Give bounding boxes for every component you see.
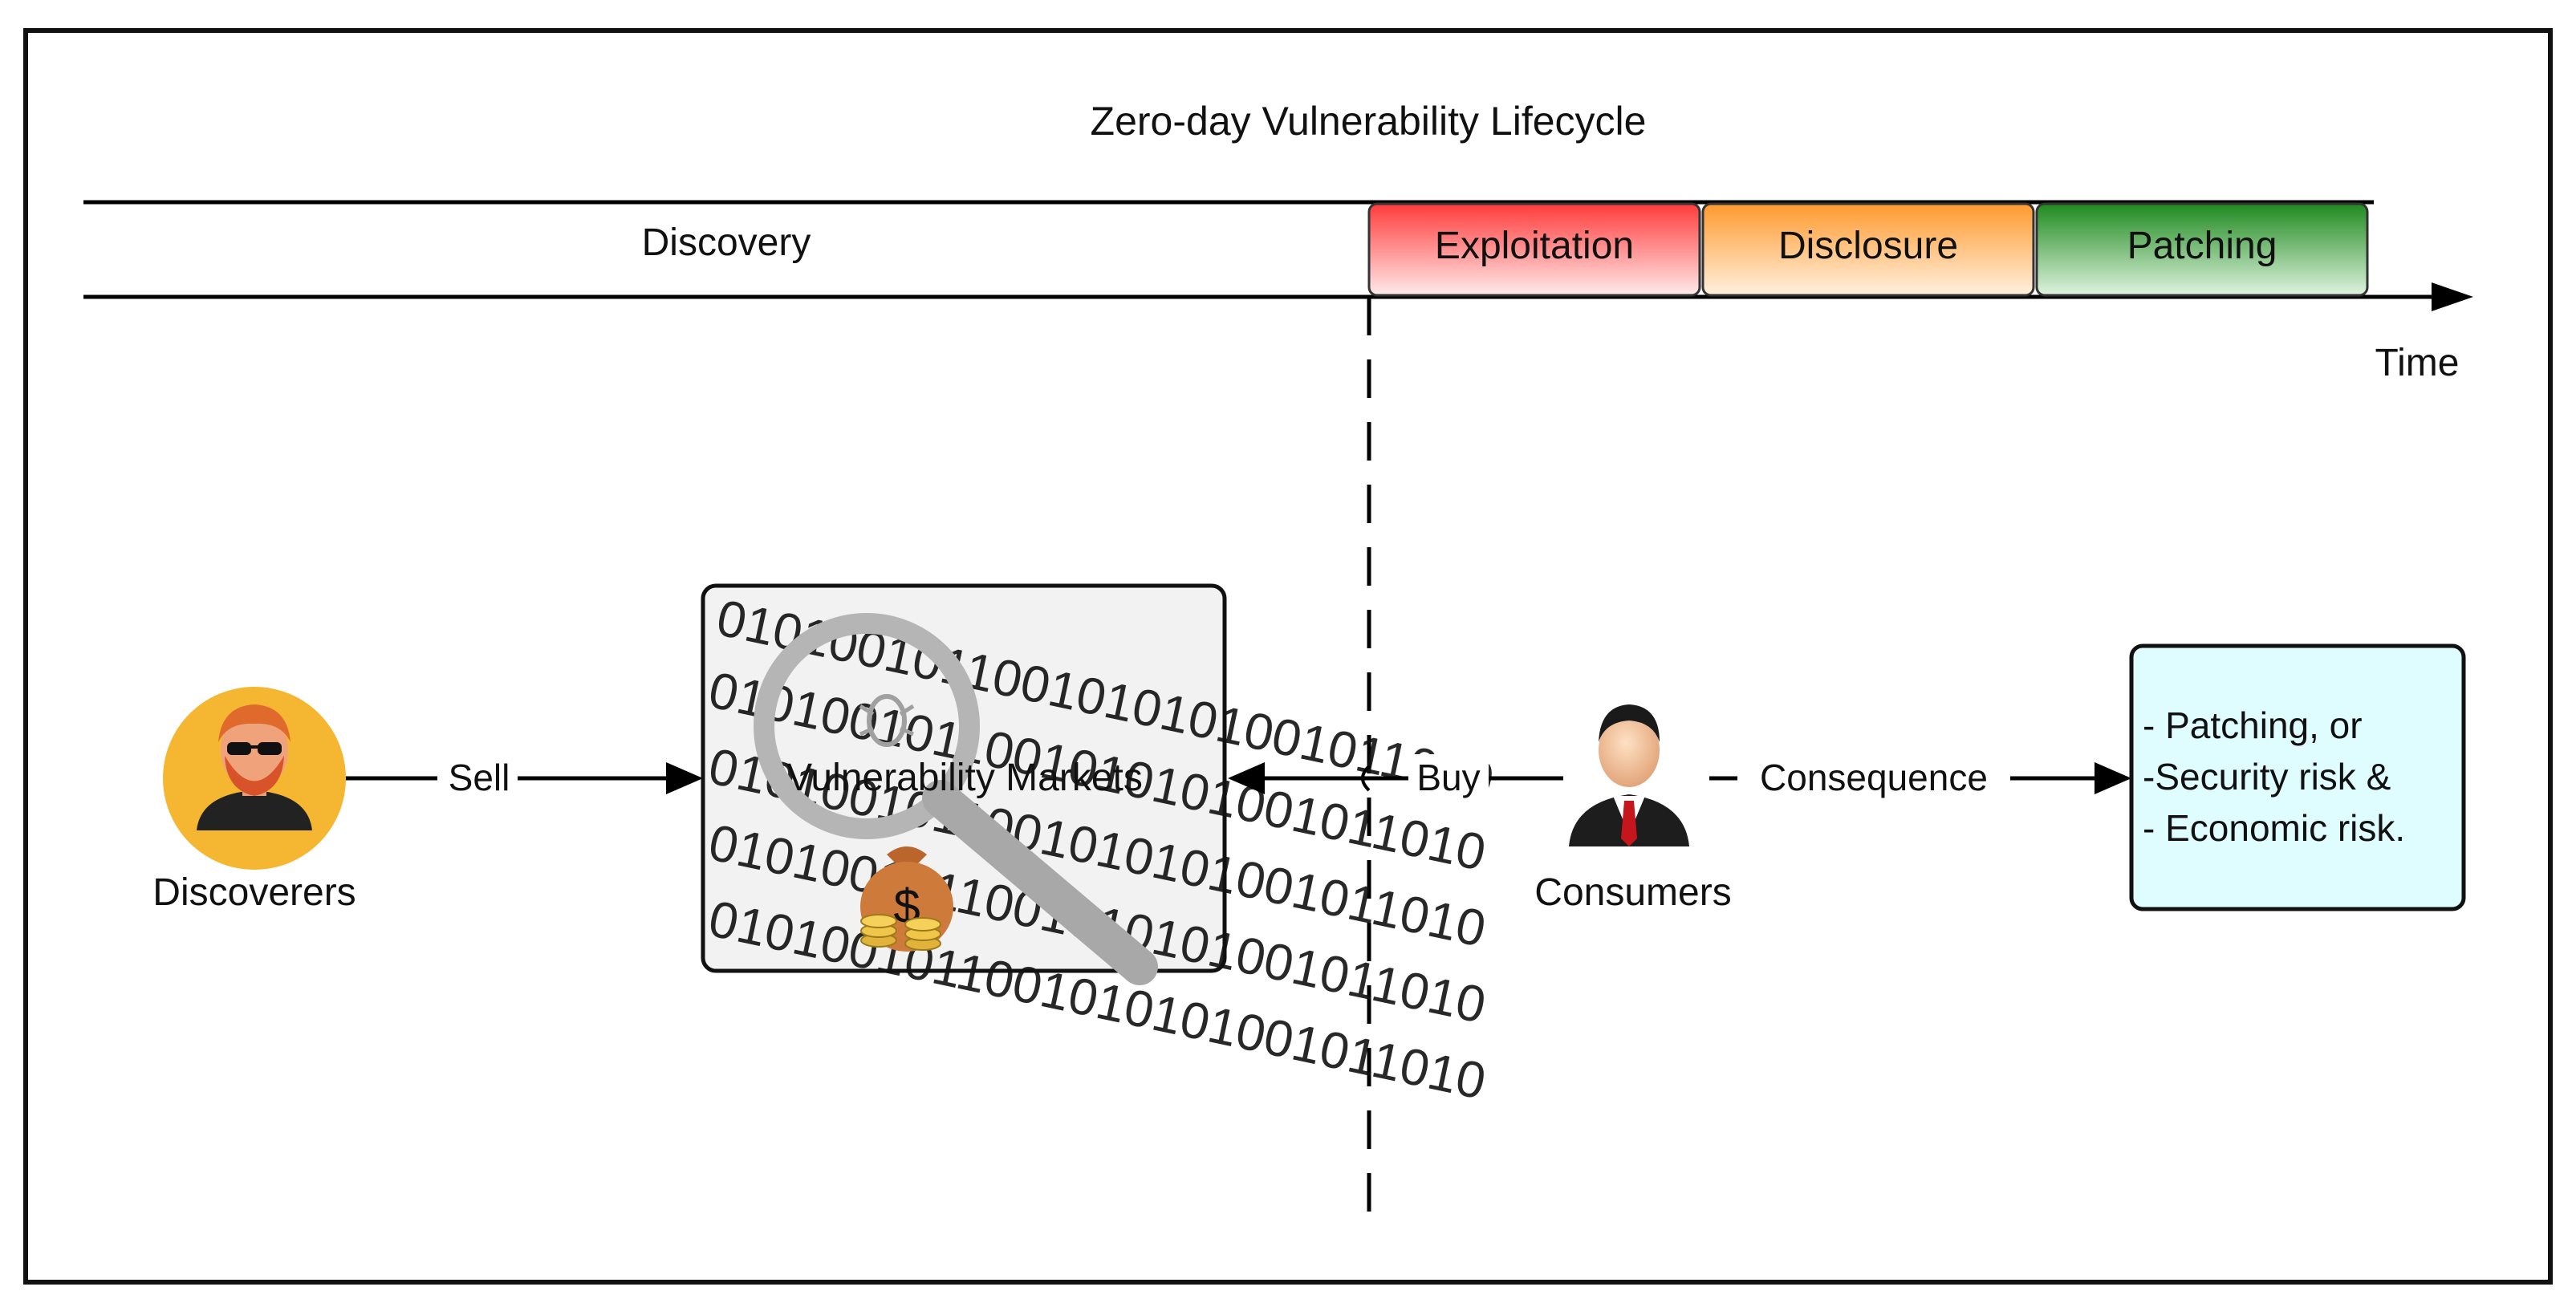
outcome-line: - Economic risk. (2143, 807, 2405, 849)
consequence-edge-label: Consequence (1760, 757, 1988, 798)
vulnerability-markets-label: Vulnerability Markets (786, 757, 1143, 799)
outcome-line: - Patching, or (2143, 704, 2363, 746)
magnifier-icon (754, 613, 1158, 985)
sell-edge-label: Sell (449, 757, 510, 798)
buy-edge-label: Buy (1416, 757, 1480, 798)
phase-disclosure: Disclosure (1701, 202, 2035, 297)
consequence-arrowhead (2095, 762, 2131, 794)
discoverers-label: Discoverers (152, 871, 356, 914)
phase-patching: Patching (2035, 202, 2369, 297)
outcomes-box: - Patching, or -Security risk & - Econom… (2129, 643, 2466, 911)
discovery-phase-label: Discovery (642, 221, 811, 264)
businessman-icon (1569, 704, 1689, 846)
phase-label: Patching (2127, 225, 2277, 267)
vulnerability-markets-node: 0101001011001010101001011010 01010010110… (701, 583, 1499, 1110)
consumers-label: Consumers (1534, 871, 1731, 914)
money-bag-icon: $ (860, 846, 953, 952)
phase-label: Disclosure (1778, 225, 1958, 267)
outcome-line: -Security risk & (2143, 756, 2391, 798)
hacker-figure (197, 704, 312, 830)
time-axis-arrowhead (2432, 282, 2473, 311)
diagram-title: Zero-day Vulnerability Lifecycle (1091, 99, 1647, 144)
phase-exploitation: Exploitation (1367, 202, 1701, 297)
time-axis-label: Time (2375, 342, 2460, 384)
discoverers-node: Discoverers (152, 687, 356, 914)
sell-arrowhead (666, 762, 703, 794)
consumers-node: Consumers (1534, 704, 1732, 914)
buy-arrowhead (1228, 762, 1265, 794)
phase-label: Exploitation (1435, 225, 1634, 267)
